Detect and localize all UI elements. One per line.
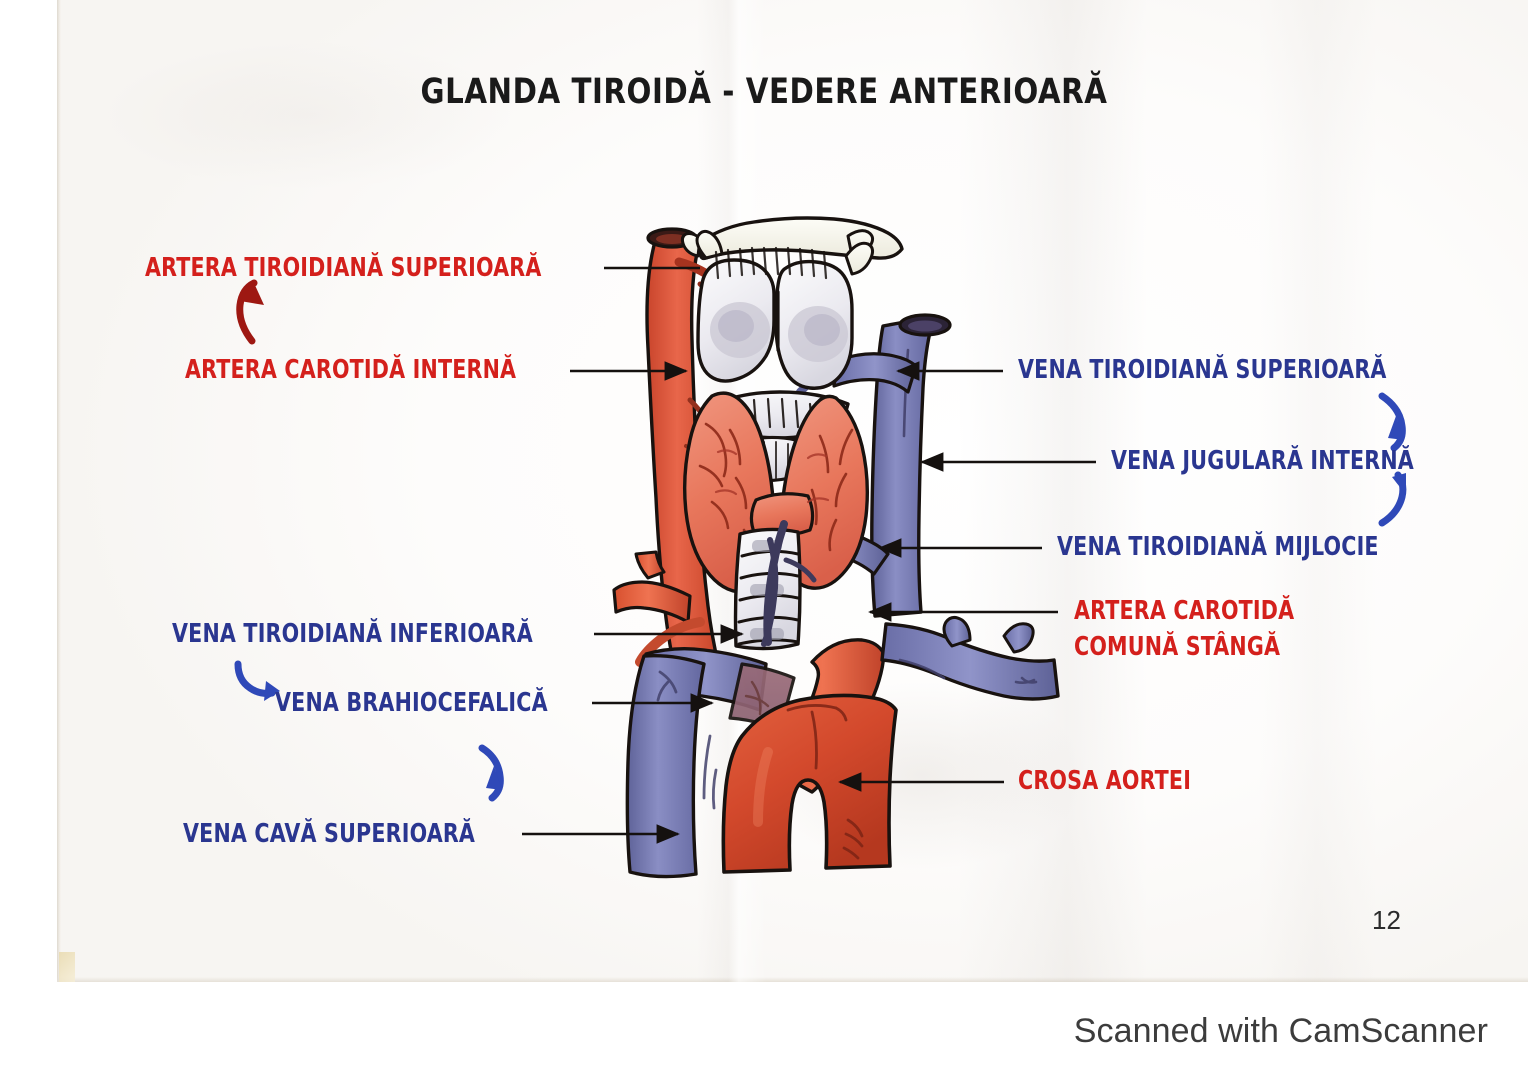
label-artera-carotida-comuna-stanga-line2: COMUNĂ STÂNGĂ bbox=[1074, 632, 1281, 662]
label-artera-carotida-interna: ARTERA CAROTIDĂ INTERNĂ bbox=[185, 355, 517, 385]
page-edge-bottom bbox=[57, 977, 1528, 982]
label-vena-brahiocefalica: VENA BRAHIOCEFALICĂ bbox=[275, 688, 548, 718]
label-vena-tiroidiana-inferioara: VENA TIROIDIANĂ INFERIOARĂ bbox=[172, 619, 533, 649]
paper-fold-right bbox=[1257, 0, 1377, 982]
page-corner-mark bbox=[59, 952, 75, 982]
camscanner-watermark: Scanned with CamScanner bbox=[1073, 1012, 1488, 1050]
label-vena-cava-superioara: VENA CAVĂ SUPERIOARĂ bbox=[183, 819, 476, 849]
page-title: GLANDA TIROIDĂ - VEDERE ANTERIOARĂ bbox=[420, 72, 1108, 112]
paper-shadow-upper bbox=[97, 40, 517, 190]
paper-fold-center bbox=[957, 0, 1147, 982]
label-crosa-aortei: CROSA AORTEI bbox=[1018, 766, 1192, 796]
label-vena-tiroidiana-superioara: VENA TIROIDIANĂ SUPERIOARĂ bbox=[1018, 355, 1387, 385]
label-artera-carotida-comuna-stanga-line1: ARTERA CAROTIDĂ bbox=[1074, 596, 1295, 626]
page-edge-left bbox=[57, 0, 61, 982]
paper-fold-left bbox=[697, 0, 767, 982]
label-artera-tiroidiana-superioara: ARTERA TIROIDIANĂ SUPERIOARĂ bbox=[145, 253, 542, 283]
label-vena-jugulara-interna: VENA JUGULARĂ INTERNĂ bbox=[1111, 446, 1414, 476]
label-vena-tiroidiana-mijlocie: VENA TIROIDIANĂ MIJLOCIE bbox=[1057, 532, 1379, 562]
page-number: 12 bbox=[1372, 905, 1401, 935]
